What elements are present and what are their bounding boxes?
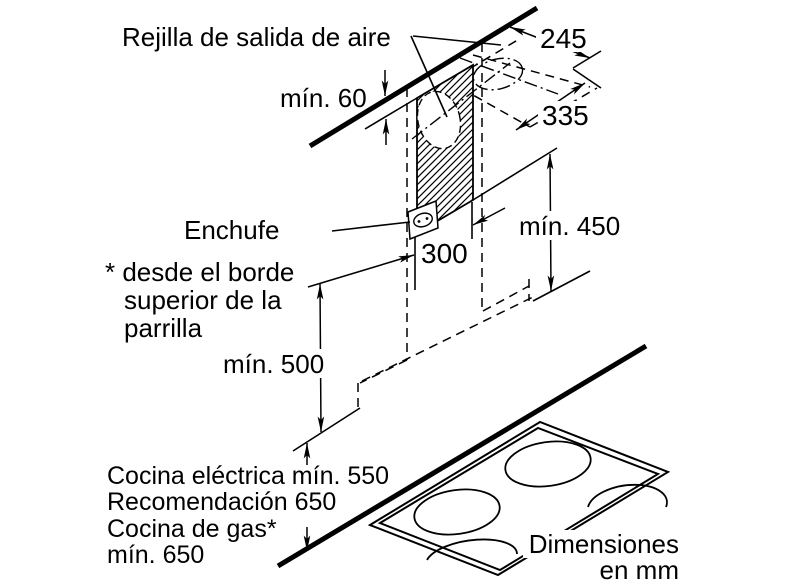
units-label-line-2: en mm (600, 555, 679, 585)
hob-clearance-line-2: Recomendación 650 (107, 488, 336, 516)
dim245-backing (536, 25, 592, 52)
burner-left (413, 488, 501, 536)
min450-label: mín. 450 (519, 211, 620, 241)
worktop-line (276, 343, 648, 569)
burner-right (587, 483, 668, 508)
hob-clearance-line-4: mín. 650 (107, 541, 204, 569)
plan-extension-line-2 (572, 68, 602, 89)
plan-extension-line-1 (572, 50, 602, 69)
dim300-backing (418, 239, 474, 268)
ceiling-line (308, 5, 539, 149)
air-grille-label: Rejilla de salida de aire (122, 22, 391, 52)
outlet-centerlines (459, 57, 559, 95)
dim335-backing (538, 101, 594, 129)
air-outlet-hole (416, 90, 462, 150)
footnote-line-1: * desde el borde (105, 257, 294, 287)
plug-symbol (407, 199, 439, 241)
reference-lines (292, 35, 602, 452)
units-backing-1 (523, 530, 683, 558)
min450-backing (515, 211, 633, 240)
min500-label: mín. 500 (223, 349, 324, 379)
cooktop-outer-edge (367, 420, 671, 577)
cooktop (367, 420, 671, 577)
hob-clearance-line-1: Cocina eléctrica mín. 550 (107, 462, 389, 490)
grille-leader-line-2 (412, 35, 502, 46)
outlet-axis-line (411, 62, 511, 140)
plug-leader-line (331, 221, 411, 232)
burner-bottom (426, 538, 518, 561)
dim335-label: 335 (542, 100, 589, 131)
ceiling-outlet-hole (472, 57, 524, 91)
hidden-duct-and-hood-outline (357, 43, 536, 407)
units-backing-2 (590, 557, 684, 584)
dim300-label: 300 (421, 238, 468, 269)
footnote-line-2: superior de la (124, 285, 282, 315)
burner-top (504, 440, 592, 488)
duct-bottom-extension-line (472, 147, 558, 201)
hood-bottom-reference-right (532, 270, 591, 302)
plug-label: Enchufe (184, 215, 279, 245)
hob-clearance-line-3: Cocina de gas* (107, 515, 277, 543)
min500-backing (219, 349, 361, 378)
duct-top-extension-line (364, 97, 418, 130)
dim-300-arrow-left (307, 254, 415, 288)
min60-label: mín. 60 (280, 83, 367, 113)
exhaust-duct (411, 62, 511, 235)
cooktop-inner-edge (377, 426, 661, 572)
footnote-line-3: parrilla (124, 313, 203, 343)
hood-bottom-reference-left (292, 407, 361, 452)
labels: Rejilla de salida de aire mín. 60 245 33… (105, 22, 684, 585)
units-label-line-1: Dimensiones (529, 529, 679, 559)
dim-300-arrow-right (472, 207, 506, 226)
dim245-label: 245 (540, 23, 587, 54)
